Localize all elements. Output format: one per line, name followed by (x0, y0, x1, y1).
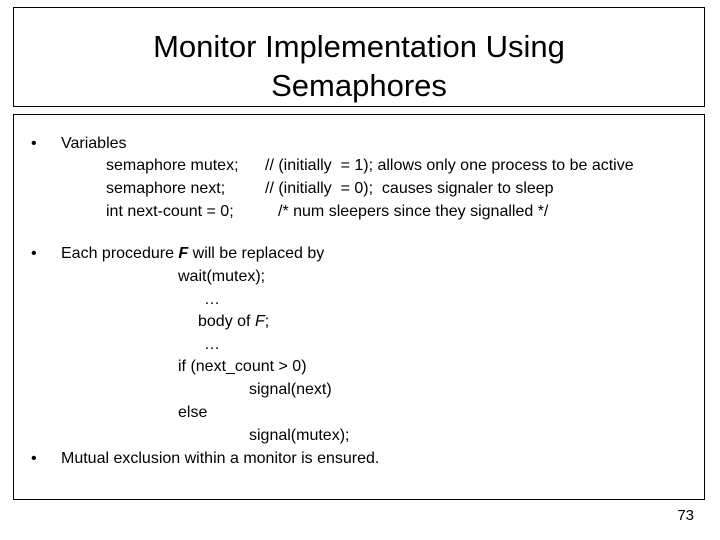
variables-heading: Variables (61, 135, 127, 152)
page-number: 73 (677, 507, 694, 524)
mutual-exclusion-text: Mutual exclusion within a monitor is ens… (61, 450, 380, 467)
decl-next-count: int next-count = 0; (106, 203, 234, 220)
code-ellipsis-1: … (204, 291, 220, 308)
procedure-heading: Each procedure F will be replaced by (61, 244, 324, 264)
comment-next-count: /* num sleepers since they signalled */ (278, 203, 549, 220)
bullet-procedure: • (31, 245, 37, 262)
decl-mutex: semaphore mutex; (106, 157, 239, 174)
decl-next: semaphore next; (106, 180, 226, 197)
bullet-mutual-exclusion: • (31, 450, 37, 467)
code-body-prefix: body of (198, 313, 255, 330)
code-else: else (178, 404, 208, 421)
code-signal-next: signal(next) (249, 381, 332, 398)
code-signal-mutex: signal(mutex); (249, 427, 350, 444)
bullet-variables: • (31, 135, 37, 152)
code-ellipsis-2: … (204, 336, 220, 353)
title-box: Monitor Implementation Using Semaphores (13, 7, 705, 107)
slide-title-line-2: Semaphores (271, 68, 447, 103)
procedure-heading-suffix: will be replaced by (188, 245, 325, 262)
content-box: • Variables semaphore mutex; // (initial… (13, 114, 705, 500)
code-if: if (next_count > 0) (178, 358, 307, 375)
code-wait-mutex: wait(mutex); (178, 268, 266, 285)
procedure-heading-prefix: Each procedure (61, 245, 179, 262)
slide-title-line-1: Monitor Implementation Using (153, 29, 565, 64)
procedure-heading-variable: F (178, 245, 189, 262)
code-body: body of F; (198, 312, 269, 332)
comment-mutex: // (initially = 1); allows only one proc… (265, 157, 634, 174)
code-body-suffix: ; (264, 313, 270, 330)
comment-next: // (initially = 0); causes signaler to s… (265, 180, 554, 197)
code-body-variable: F (254, 313, 265, 330)
